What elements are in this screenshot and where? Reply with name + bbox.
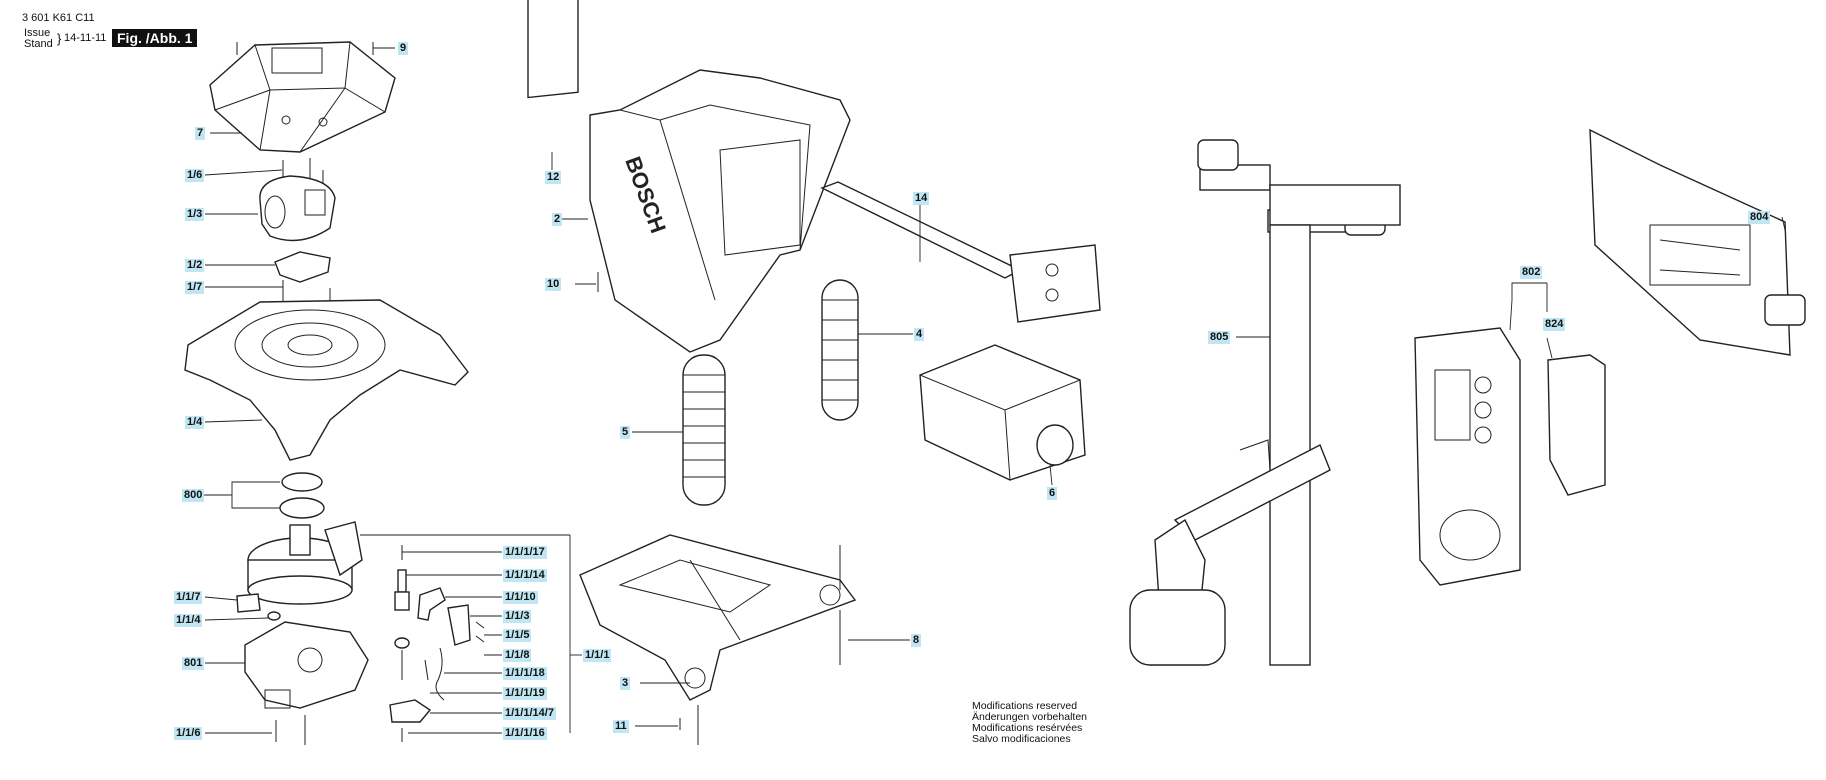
part-5-roller [682, 354, 726, 506]
part-1-4-base [184, 299, 469, 461]
label-802: 802 [1520, 266, 1543, 279]
note-de: Änderungen vorbehalten [972, 711, 1088, 723]
label-824: 824 [1543, 318, 1566, 331]
label-1-1-5: 1/1/5 [503, 629, 532, 642]
part-802-receiver [1414, 327, 1521, 586]
label-8: 8 [911, 634, 922, 647]
part-801-board [244, 621, 369, 709]
label-1-3: 1/3 [185, 208, 205, 221]
label-5: 5 [620, 426, 631, 439]
part-14-plate [1009, 244, 1101, 323]
label-1-1-8: 1/1/8 [503, 649, 532, 662]
label-801: 801 [182, 657, 205, 670]
label-1-1-1-17: 1/1/1/17 [503, 546, 547, 559]
part-6-battery-box [919, 344, 1086, 481]
label-6: 6 [1047, 487, 1058, 500]
label-1-2: 1/2 [185, 259, 205, 272]
part-1-1-1-14 [397, 569, 407, 593]
part-1-1-4-washer [267, 611, 281, 621]
label-1-1-1-14-7: 1/1/1/14/7 [503, 707, 556, 720]
label-1-1-1: 1/1/1 [583, 649, 612, 662]
label-1-7: 1/7 [185, 281, 205, 294]
part-1-1-7-drum [247, 521, 363, 605]
note-es: Salvo modificaciones [972, 733, 1071, 745]
leader-lines [202, 47, 1786, 734]
part-2-housing: BOSCH [589, 69, 851, 353]
stand-label: Stand [24, 38, 53, 50]
label-2: 2 [552, 213, 563, 226]
part-3-base [579, 534, 857, 701]
label-1-1-1-18: 1/1/1/18 [503, 667, 547, 680]
label-1-1-10: 1/1/10 [503, 591, 538, 604]
issue-date: 14-11-11 [64, 32, 107, 44]
label-1-6: 1/6 [185, 169, 205, 182]
brace: } [57, 31, 62, 46]
label-14: 14 [913, 192, 930, 205]
label-12: 12 [545, 171, 562, 184]
part-1-3-head [259, 175, 336, 242]
part-1-1-1-14-7 [389, 699, 432, 723]
label-804: 804 [1748, 211, 1771, 224]
label-3: 3 [620, 677, 631, 690]
part-4-roller [821, 279, 859, 421]
part-7-cover [209, 41, 396, 153]
note-en: Modifications reserved [972, 700, 1078, 712]
part-1-1-7-clip [236, 593, 261, 613]
label-800: 800 [182, 489, 205, 502]
part-1-1-3 [447, 604, 471, 646]
part-804-clamp [1589, 128, 1806, 356]
part-800-ring-top [281, 472, 323, 492]
label-1-1-7: 1/1/7 [174, 591, 203, 604]
part-1-1-10 [417, 587, 446, 621]
part-1-2-plate [274, 251, 331, 283]
part-824-cover [1547, 354, 1606, 496]
label-1-1-1-16: 1/1/1/16 [503, 727, 547, 740]
label-10: 10 [545, 278, 562, 291]
part-805-holder [1129, 139, 1401, 666]
label-1-1-1-14: 1/1/1/14 [503, 569, 547, 582]
label-1-1-6: 1/1/6 [174, 727, 203, 740]
label-9: 9 [398, 42, 409, 55]
part-800-ring-bottom [279, 497, 325, 519]
label-1-4: 1/4 [185, 416, 205, 429]
label-805: 805 [1208, 331, 1231, 344]
label-1-1-1-19: 1/1/1/19 [503, 687, 547, 700]
label-1-1-4: 1/1/4 [174, 614, 203, 627]
label-4: 4 [914, 328, 925, 341]
issue-label: Issue [24, 27, 51, 39]
figure-tag: Fig. /Abb. 1 [112, 29, 198, 47]
label-11: 11 [613, 720, 629, 733]
part-12-sheet [527, 0, 579, 99]
part-number: 3 601 K61 C11 [22, 12, 95, 24]
note-fr: Modifications resérvées [972, 722, 1083, 734]
label-7: 7 [195, 127, 206, 140]
modification-notes: Modifications reserved Änderungen vorbeh… [972, 701, 1087, 745]
label-1-1-3: 1/1/3 [503, 610, 532, 623]
